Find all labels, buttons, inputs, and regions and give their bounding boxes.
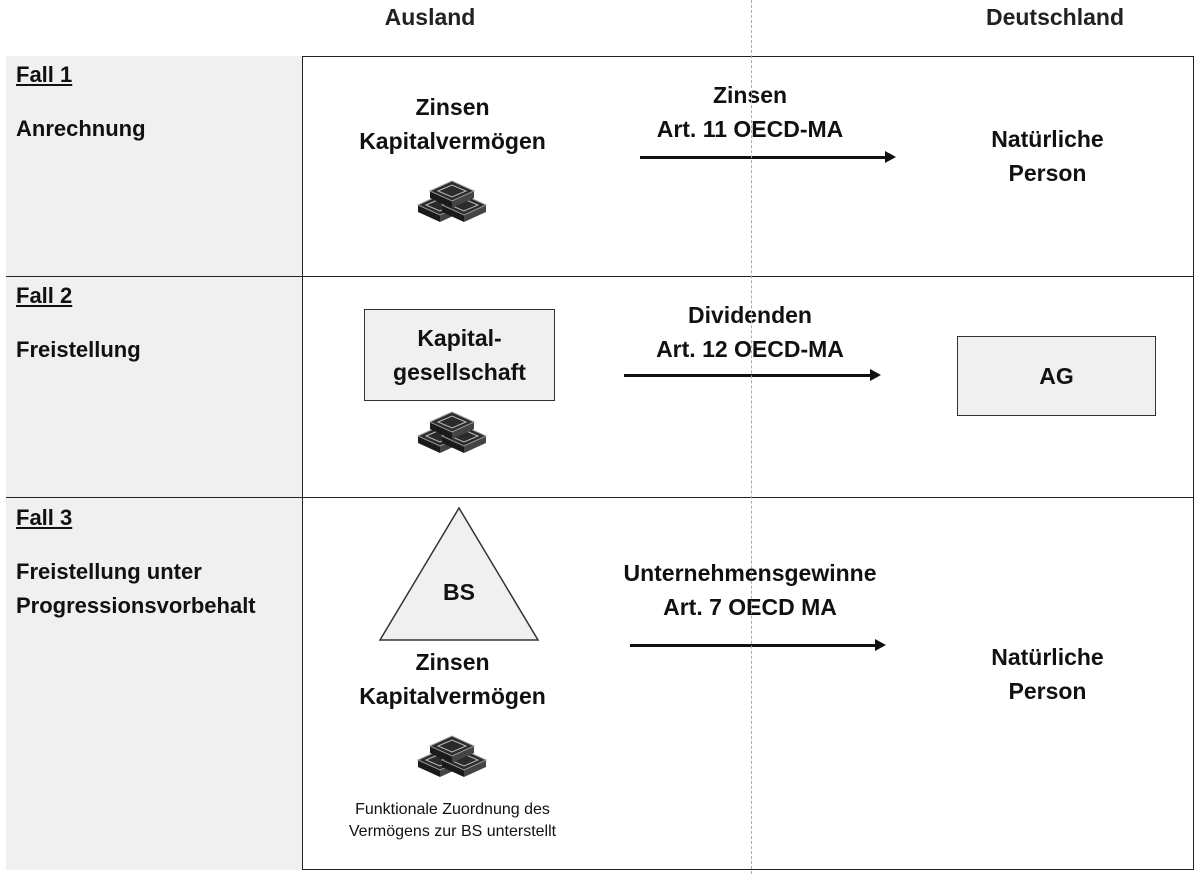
case-1-title: Fall 1 <box>16 62 73 87</box>
money-stack-icon <box>416 411 488 453</box>
case-1-flow-line2: Art. 11 OECD-MA <box>656 116 844 142</box>
header-deutschland: Deutschland <box>985 4 1125 30</box>
case-3-note-line2: Vermögens zur BS unterstellt <box>348 823 557 840</box>
kapitalgesellschaft-line1: Kapital- <box>417 325 502 351</box>
money-stack-icon <box>416 735 488 777</box>
case-3-flow-label: Unternehmensgewinne Art. 7 OECD MA <box>590 556 910 624</box>
case-2-flow-line2: Art. 12 OECD-MA <box>656 336 844 362</box>
case-1-flow-line1: Zinsen <box>712 82 788 108</box>
kapitalgesellschaft-line2: gesellschaft <box>393 359 526 385</box>
betriebsstaette-triangle <box>378 506 540 641</box>
triangle-label: BS <box>443 579 475 605</box>
row-divider-1 <box>6 276 1194 277</box>
case-3-note: Funktionale Zuordnung des Vermögens zur … <box>310 799 595 843</box>
ag-box: AG <box>957 336 1156 416</box>
case-1-recipient: Natürliche Person <box>950 122 1145 190</box>
triangle-shape <box>378 506 540 641</box>
case-1-method: Anrechnung <box>16 116 146 141</box>
case-1-flow-label: Zinsen Art. 11 OECD-MA <box>620 78 880 146</box>
case-1-source-line2: Kapitalvermögen <box>359 128 546 154</box>
case-2-method: Freistellung <box>16 337 141 362</box>
case-3-title: Fall 3 <box>16 505 73 530</box>
case-1-recipient-line1: Natürliche <box>991 126 1104 152</box>
case-3-method-line2: Progressionsvorbehalt <box>16 593 256 618</box>
case-3-recipient-line1: Natürliche <box>991 644 1104 670</box>
case-2-flow-label: Dividenden Art. 12 OECD-MA <box>620 298 880 366</box>
case-2-flow-line1: Dividenden <box>688 302 812 328</box>
country-border-divider <box>751 0 752 874</box>
case-3-flow-line2: Art. 7 OECD MA <box>663 594 837 620</box>
kapitalgesellschaft-box: Kapital- gesellschaft <box>364 309 555 401</box>
case-1-flow-arrow <box>640 151 896 163</box>
case-label-column <box>6 56 303 870</box>
case-1-source-line1: Zinsen <box>415 94 490 120</box>
case-3-source: Zinsen Kapitalvermögen <box>340 645 565 713</box>
case-3-note-line1: Funktionale Zuordnung des <box>355 801 550 818</box>
case-3-source-line2: Kapitalvermögen <box>359 683 546 709</box>
case-3-source-line1: Zinsen <box>415 649 490 675</box>
case-1-source: Zinsen Kapitalvermögen <box>340 90 565 158</box>
case-1-recipient-line2: Person <box>1008 160 1087 186</box>
case-2-flow-arrow <box>624 369 881 381</box>
case-3-method-line1: Freistellung unter <box>16 559 202 584</box>
case-3-recipient-line2: Person <box>1008 678 1087 704</box>
header-ausland: Ausland <box>384 4 476 30</box>
money-stack-icon <box>416 180 488 222</box>
case-2-title: Fall 2 <box>16 283 73 308</box>
case-3-recipient: Natürliche Person <box>950 640 1145 708</box>
case-3-flow-arrow <box>630 639 886 651</box>
case-3-flow-line1: Unternehmensgewinne <box>623 560 877 586</box>
row-divider-2 <box>6 497 1194 498</box>
